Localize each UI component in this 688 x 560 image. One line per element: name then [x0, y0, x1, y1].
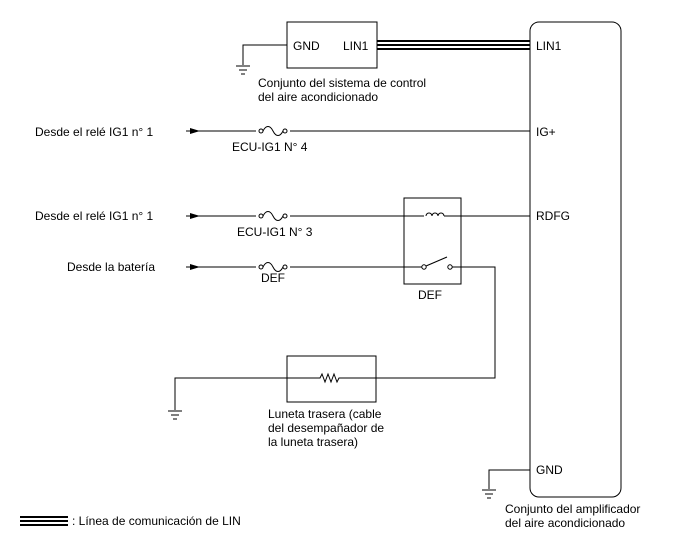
rear-window-box — [286, 355, 377, 403]
relay-output-wire — [376, 266, 496, 379]
legend-text: : Línea de comunicación de LIN — [72, 514, 241, 528]
battery-circuit: Desde la batería DEF — [67, 260, 496, 379]
ac-amplifier-assembly: LIN1 IG+ RDFG GND Conjunto del amplifica… — [482, 21, 640, 530]
rear-window-caption-1: Luneta trasera (cable — [268, 407, 382, 421]
amplifier-box — [529, 21, 622, 498]
fuse-icon — [256, 260, 290, 274]
def-relay-box — [403, 197, 462, 285]
fuse-icon — [256, 124, 290, 138]
amplifier-ground-wire — [488, 469, 530, 489]
relay-switch-icon — [421, 256, 453, 270]
ac-control-caption-1: Conjunto del sistema de control — [258, 76, 426, 90]
amplifier-rdfg-pin: RDFG — [536, 209, 570, 223]
rear-window-ground-icon — [168, 410, 182, 420]
rdfg-arrow-icon — [190, 213, 200, 219]
relay-coil-icon — [424, 210, 445, 222]
ac-control-lin1-pin: LIN1 — [343, 39, 369, 53]
fuse-label-ecu-ig1-3: ECU-IG1 N° 3 — [237, 225, 313, 239]
ac-control-ground-icon — [236, 65, 250, 75]
amplifier-caption-1: Conjunto del amplificador — [505, 502, 640, 516]
rear-window-caption-2: del desempañador de — [268, 421, 384, 435]
amplifier-ig-pin: IG+ — [536, 125, 556, 139]
def-relay-label: DEF — [418, 288, 442, 302]
ac-control-ground-wire — [242, 44, 287, 65]
battery-arrow-icon — [190, 264, 200, 270]
ac-control-caption-2: del aire acondicionado — [258, 90, 378, 104]
amplifier-lin1-pin: LIN1 — [536, 39, 562, 53]
amplifier-caption-2: del aire acondicionado — [505, 516, 625, 530]
rear-window-ground-wire — [174, 377, 287, 410]
fuse-label-ecu-ig1-4: ECU-IG1 N° 4 — [232, 140, 308, 154]
rdfg-circuit: Desde el relé IG1 n° 1 ECU-IG1 N° 3 — [35, 209, 530, 239]
legend: : Línea de comunicación de LIN — [20, 514, 241, 528]
source-battery: Desde la batería — [67, 260, 155, 274]
legend-lin-line-icon — [20, 516, 68, 526]
ig-arrow-icon — [190, 128, 200, 134]
ig-circuit: Desde el relé IG1 n° 1 ECU-IG1 N° 4 — [35, 124, 530, 154]
fuse-label-def: DEF — [261, 271, 285, 285]
heater-resistor-icon — [287, 372, 376, 384]
amplifier-ground-icon — [482, 489, 496, 499]
amplifier-gnd-pin: GND — [536, 463, 563, 477]
lin-bus-wire — [377, 40, 530, 50]
rear-window-defogger: Luneta trasera (cable del desempañador d… — [168, 355, 384, 449]
ac-control-gnd-pin: GND — [293, 39, 320, 53]
ac-control-assembly: GND LIN1 Conjunto del sistema de control… — [236, 21, 426, 104]
source-ig1-relay-1: Desde el relé IG1 n° 1 — [35, 125, 154, 139]
fuse-icon — [256, 209, 290, 223]
source-ig1-relay-2: Desde el relé IG1 n° 1 — [35, 209, 154, 223]
rear-window-caption-3: la luneta trasera) — [268, 435, 358, 449]
def-relay: DEF — [403, 197, 462, 302]
